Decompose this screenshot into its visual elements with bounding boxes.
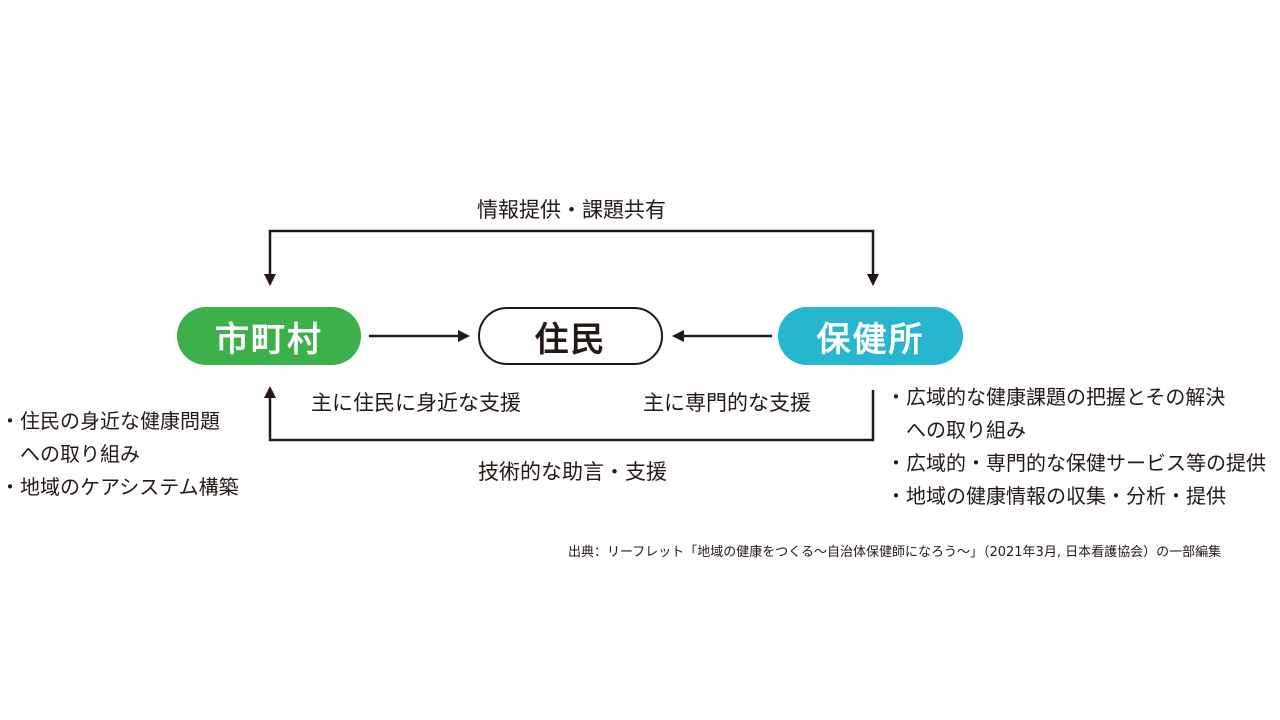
list-item-line: ・広域的・専門的な保健サービス等の提供: [886, 451, 1266, 475]
health-center-to-residents-arrowhead: [672, 330, 684, 342]
list-item: ・広域的な健康課題の把握とその解決 への取り組み: [886, 381, 1266, 447]
list-item-line: ・住民の身近な健康問題: [0, 409, 220, 433]
bottom-bracket-line: [268, 390, 875, 442]
health-center-roles-list: ・広域的な健康課題の把握とその解決 への取り組み ・広域的・専門的な保健サービス…: [886, 381, 1266, 513]
list-item: ・住民の身近な健康問題 への取り組み: [0, 405, 239, 471]
list-item: ・広域的・専門的な保健サービス等の提供: [886, 447, 1266, 480]
top-right-arrowhead: [867, 274, 879, 286]
top-left-arrowhead: [264, 274, 276, 286]
list-item: ・地域のケアシステム構築: [0, 471, 239, 504]
residents-node: 住民: [478, 307, 663, 365]
list-item-line: への取り組み: [906, 418, 1026, 442]
list-item-line: ・広域的な健康課題の把握とその解決: [886, 385, 1226, 409]
city-roles-list: ・住民の身近な健康問題 への取り組み ・地域のケアシステム構築: [0, 405, 239, 504]
top-bracket-line: [268, 229, 875, 284]
info-sharing-label: 情報提供・課題共有: [477, 198, 666, 222]
city-to-residents-arrowhead: [458, 330, 470, 342]
list-item-line: への取り組み: [20, 442, 140, 466]
health-center-node: 保健所: [778, 307, 963, 365]
list-item-line: ・地域の健康情報の収集・分析・提供: [886, 484, 1226, 508]
community-support-label: 主に住民に身近な支援: [311, 391, 521, 415]
list-item-line: ・地域のケアシステム構築: [0, 475, 239, 499]
bottom-left-arrowhead: [264, 386, 276, 398]
list-item: ・地域の健康情報の収集・分析・提供: [886, 480, 1266, 513]
city-node: 市町村: [177, 307, 361, 365]
specialized-support-label: 主に専門的な支援: [643, 391, 811, 415]
source-citation: 出典：リーフレット「地域の健康をつくる～自治体保健師になろう～」（2021年3月…: [568, 545, 1222, 560]
technical-advice-label: 技術的な助言・支援: [478, 460, 667, 484]
